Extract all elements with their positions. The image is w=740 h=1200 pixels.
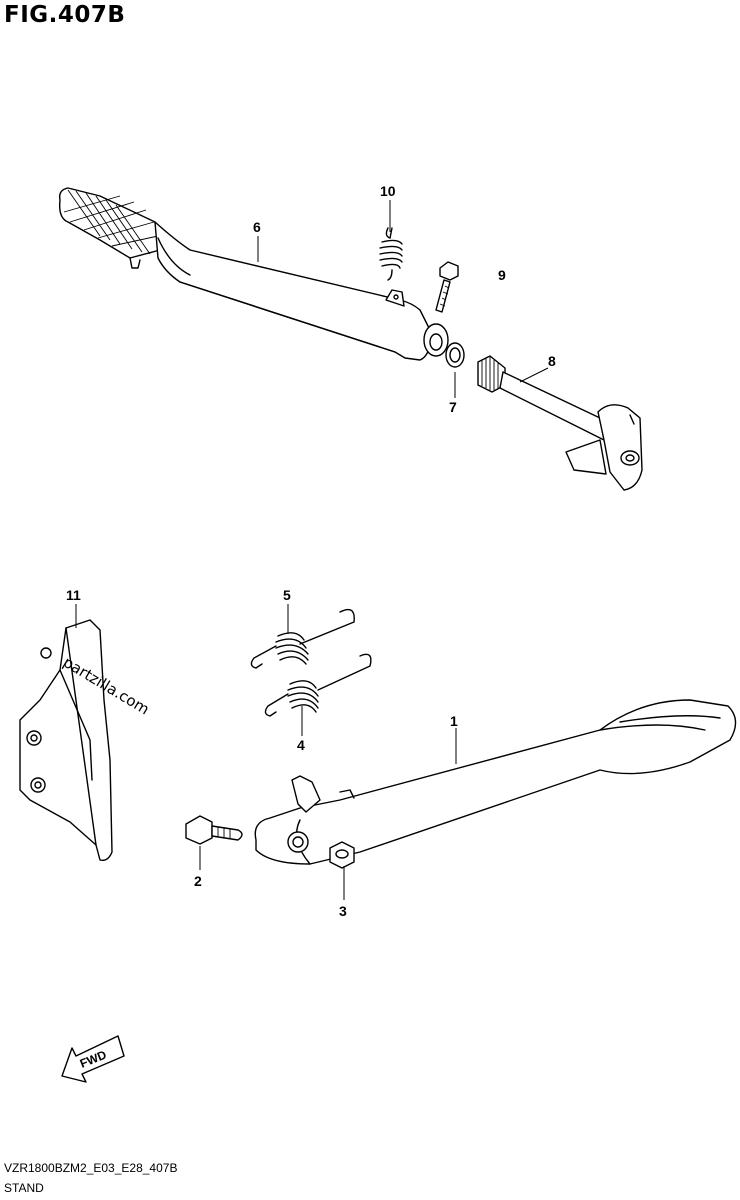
callout-10: 10 bbox=[380, 183, 396, 199]
fwd-arrow-icon: FWD bbox=[61, 1035, 125, 1083]
section-name: STAND bbox=[4, 1181, 44, 1195]
part-3-nut[interactable] bbox=[329, 841, 355, 869]
callout-6: 6 bbox=[253, 219, 261, 235]
part-6-stand-bar[interactable] bbox=[58, 187, 449, 361]
figure-title: FIG.407B bbox=[4, 2, 126, 28]
part-2-bolt[interactable] bbox=[185, 815, 243, 845]
callout-2: 2 bbox=[194, 873, 202, 889]
part-9-bolt[interactable] bbox=[435, 261, 459, 313]
callout-11: 11 bbox=[66, 587, 81, 603]
part-8-shaft-bracket[interactable] bbox=[477, 355, 643, 491]
callout-7: 7 bbox=[449, 399, 457, 415]
part-1-side-stand[interactable] bbox=[254, 699, 737, 865]
callout-8: 8 bbox=[548, 353, 556, 369]
callout-3: 3 bbox=[339, 903, 347, 919]
callout-9: 9 bbox=[498, 267, 506, 283]
part-10-spring[interactable] bbox=[379, 227, 403, 281]
part-4-spring[interactable] bbox=[264, 653, 372, 717]
callout-4: 4 bbox=[297, 737, 305, 753]
leader-lines bbox=[75, 200, 549, 900]
callout-1: 1 bbox=[450, 713, 458, 729]
part-11-bracket[interactable] bbox=[19, 619, 113, 862]
part-5-spring[interactable] bbox=[250, 608, 355, 669]
model-code: VZR1800BZM2_E03_E28_407B bbox=[4, 1161, 178, 1175]
callout-5: 5 bbox=[283, 587, 291, 603]
part-7-washer[interactable] bbox=[445, 342, 465, 368]
